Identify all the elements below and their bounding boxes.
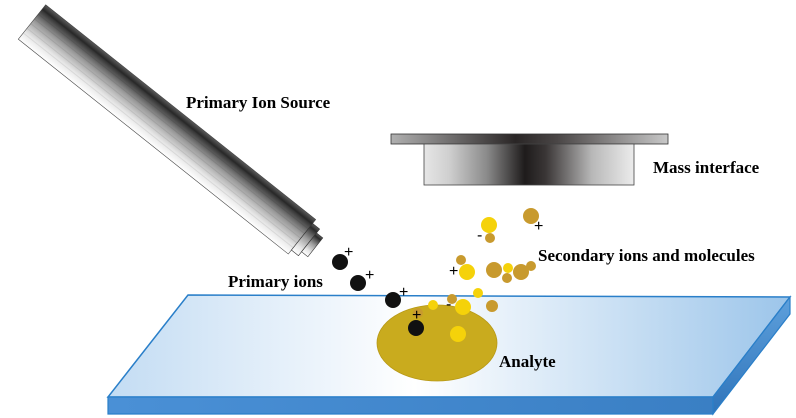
secondary-particle (481, 217, 497, 233)
mass-interface (390, 133, 669, 186)
label-primary-ions: Primary ions (228, 272, 323, 291)
analyte-spot (376, 304, 498, 382)
secondary-particle (523, 208, 539, 224)
primary-ion (332, 254, 348, 270)
plus-sign: + (365, 267, 374, 284)
mass-interface-plate (390, 133, 669, 145)
plus-sign: + (412, 307, 421, 324)
secondary-particle (513, 264, 529, 280)
secondary-particle (413, 308, 423, 318)
ion-gun-stripes (22, 9, 313, 249)
secondary-particle (526, 261, 536, 271)
label-primary-ion-source: Primary Ion Source (186, 93, 331, 112)
minus-sign: - (446, 296, 451, 313)
primary-ion-particles (332, 254, 424, 336)
ion-gun-body (17, 4, 317, 255)
secondary-particle (503, 263, 513, 273)
primary-ion (350, 275, 366, 291)
slide-end-face (712, 295, 791, 416)
secondary-particle (450, 326, 466, 342)
minus-sign: - (477, 227, 482, 244)
plus-sign: + (344, 244, 353, 261)
plus-sign: + (399, 284, 408, 301)
secondary-particle (485, 233, 495, 243)
primary-ion (408, 320, 424, 336)
ion-gun-tip-nozzle (301, 232, 324, 258)
secondary-particle (502, 273, 512, 283)
secondary-particle (456, 255, 466, 265)
label-mass-interface: Mass interface (653, 158, 760, 177)
label-secondary-ions: Secondary ions and molecules (538, 246, 755, 265)
secondary-particle (447, 294, 457, 304)
slide-front-face (107, 396, 714, 415)
secondary-particles (413, 208, 539, 342)
primary-ion (385, 292, 401, 308)
secondary-particle (459, 264, 475, 280)
mass-interface-body (423, 143, 635, 186)
secondary-particle (455, 299, 471, 315)
secondary-particle (428, 300, 438, 310)
secondary-particle (486, 300, 498, 312)
charge-signs: + + + + + + - - (344, 218, 543, 324)
plus-sign: + (449, 263, 458, 280)
primary-ion-source (17, 4, 324, 258)
secondary-particle (473, 288, 483, 298)
plus-sign: + (534, 218, 543, 235)
label-analyte: Analyte (499, 352, 556, 371)
secondary-particle (486, 262, 502, 278)
